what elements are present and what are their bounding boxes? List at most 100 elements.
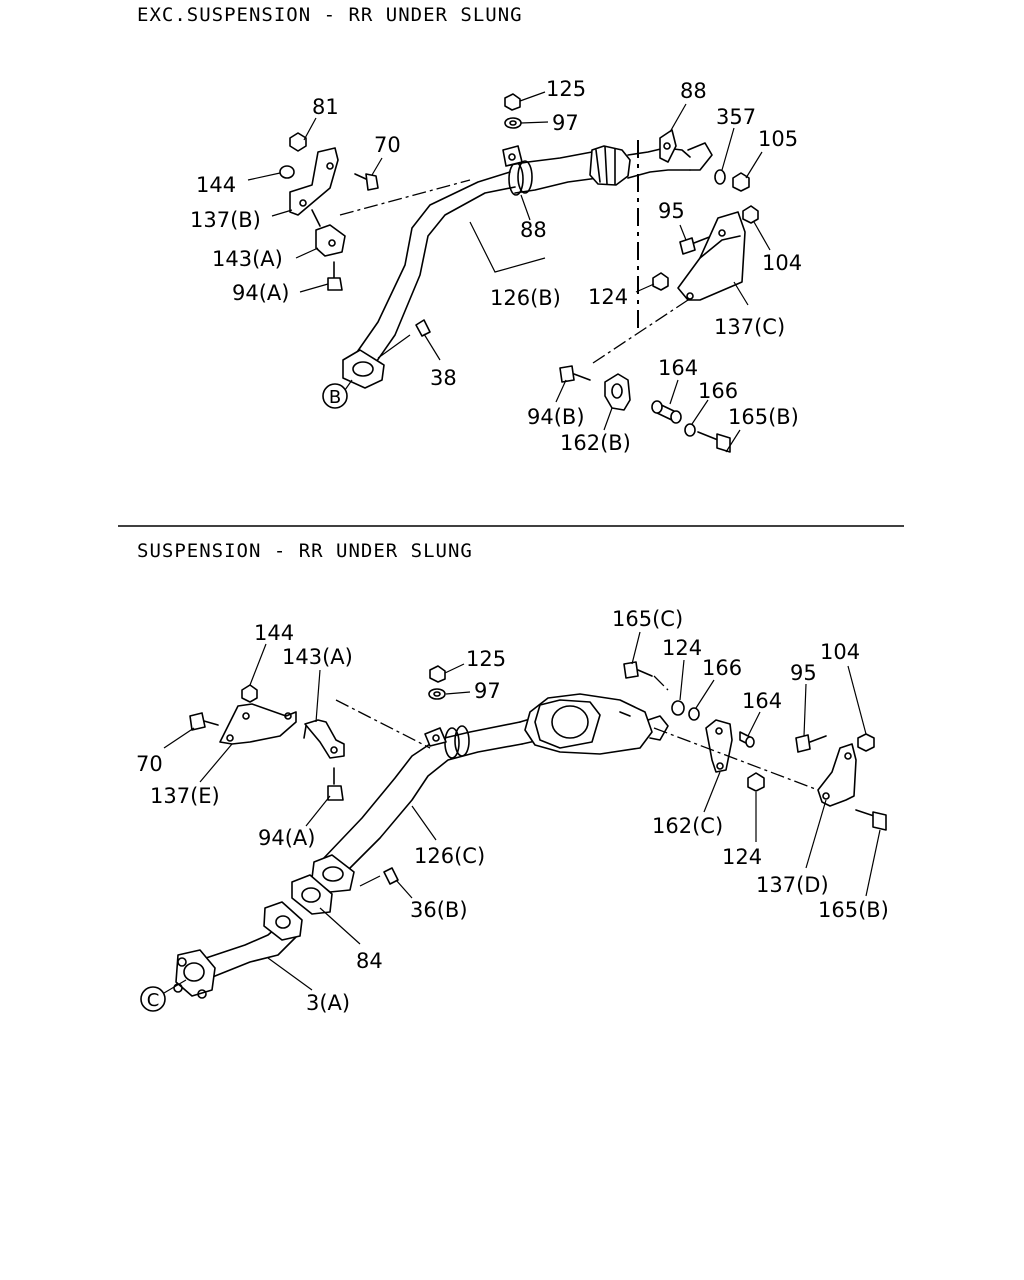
- leader-137c: [733, 281, 749, 306]
- label-88-mid: 88: [520, 218, 547, 242]
- clamp-stud-s1: [502, 145, 523, 167]
- connector-c: C: [140, 979, 187, 1012]
- label-144-s2: 144: [254, 621, 294, 645]
- catalytic-converter-2: [519, 693, 669, 755]
- leader-95: [679, 224, 687, 241]
- leader-104: [753, 221, 771, 251]
- clip-36b: [383, 867, 399, 885]
- label-165b-s1: 165(B): [728, 405, 799, 429]
- leader-144-s2: [249, 643, 267, 686]
- leader-95-s2: [803, 683, 807, 737]
- leader-126c: [411, 805, 437, 841]
- leader-105: [745, 151, 763, 179]
- spacer-164-s1: [651, 400, 682, 424]
- nut-125-s2: [429, 665, 446, 683]
- leader-94a: [299, 283, 329, 293]
- leader-94b: [555, 379, 567, 403]
- gasket-84: [291, 874, 333, 915]
- catalytic-converter-1: [589, 142, 713, 186]
- label-137e: 137(E): [150, 784, 220, 808]
- bolt-70-s1: [354, 173, 379, 191]
- centerline-s2-c: [653, 675, 669, 691]
- bracket-162b: [604, 373, 631, 411]
- label-104-s1: 104: [762, 251, 802, 275]
- leader-166-s2: [695, 679, 715, 709]
- leader-125: [519, 91, 546, 102]
- leader-84: [319, 907, 361, 945]
- label-137d: 137(D): [756, 873, 829, 897]
- leader-88-top: [669, 103, 687, 133]
- centerline-s1-a: [339, 179, 471, 216]
- label-143a-s2: 143(A): [282, 645, 353, 669]
- leader-137d: [805, 799, 827, 869]
- label-70-s2: 70: [136, 752, 163, 776]
- section-2-title: SUSPENSION - RR UNDER SLUNG: [137, 540, 473, 562]
- bolt-94a-s2: [327, 767, 344, 801]
- label-164-s2: 164: [742, 689, 782, 713]
- leader-124: [635, 283, 655, 293]
- nut-81: [289, 132, 307, 152]
- label-88-top: 88: [680, 79, 707, 103]
- leader-137b: [271, 209, 293, 217]
- label-84: 84: [356, 949, 383, 973]
- nut-124-s2-upper: [671, 700, 685, 716]
- label-104-s2: 104: [820, 640, 860, 664]
- label-94b: 94(B): [527, 405, 585, 429]
- mount-143a-s2: [303, 719, 345, 759]
- leader-124-s2-upper: [679, 659, 685, 701]
- nut-104-s1: [742, 205, 759, 224]
- svg-text:C: C: [147, 990, 160, 1011]
- label-126b: 126(B): [490, 286, 561, 310]
- label-124-s2-upper: 124: [662, 636, 702, 660]
- label-166-s2: 166: [702, 656, 742, 680]
- label-137c: 137(C): [714, 315, 785, 339]
- label-124-s1: 124: [588, 285, 628, 309]
- nut-105: [732, 172, 750, 192]
- clip-38: [415, 319, 431, 337]
- label-125-s1: 125: [546, 77, 586, 101]
- label-97-s2: 97: [474, 679, 501, 703]
- label-97-s1: 97: [552, 111, 579, 135]
- label-165b-s2: 165(B): [818, 898, 889, 922]
- leader-164: [669, 379, 679, 405]
- label-105: 105: [758, 127, 798, 151]
- bolt-143a-stud: [311, 209, 321, 227]
- leader-88-mid: [520, 194, 531, 221]
- label-94a-s2: 94(A): [258, 826, 315, 850]
- leader-97: [520, 121, 549, 124]
- leader-164-s2: [747, 711, 761, 737]
- leader-143a-s2: [315, 669, 321, 723]
- label-36b: 36(B): [410, 898, 468, 922]
- clamp-stud-s2: [424, 727, 447, 747]
- bolt-165b-s1: [697, 431, 731, 453]
- nut-144-s1: [279, 165, 295, 179]
- connector-b: B: [322, 379, 353, 409]
- washer-97-s2: [428, 688, 446, 700]
- label-162c: 162(C): [652, 814, 723, 838]
- bolt-94b: [559, 365, 591, 383]
- nut-124-s2-lower: [747, 772, 765, 792]
- label-124-s2-lower: 124: [722, 845, 762, 869]
- front-pipe-126b: [342, 151, 599, 389]
- bolt-95-s2: [795, 734, 827, 753]
- nut-125-s1: [504, 93, 521, 111]
- label-81: 81: [312, 95, 339, 119]
- bracket-162c: [705, 719, 733, 773]
- label-165c: 165(C): [612, 607, 683, 631]
- centerline-s2-a: [335, 699, 431, 749]
- label-38: 38: [430, 366, 457, 390]
- leader-94a-s2: [305, 795, 331, 827]
- bolt-165b-s2: [855, 809, 887, 831]
- leader-104-s2: [847, 665, 867, 735]
- label-126c: 126(C): [414, 844, 485, 868]
- leader-38b: [377, 334, 411, 359]
- washer-166-s1: [684, 423, 696, 437]
- nut-104-s2: [857, 733, 875, 752]
- label-357: 357: [716, 105, 756, 129]
- washer-97-s1: [504, 117, 522, 129]
- svg-text:B: B: [329, 387, 341, 408]
- leader-70-s2: [163, 727, 195, 749]
- bolt-70-s2: [189, 712, 219, 731]
- leader-137e: [199, 743, 233, 783]
- bracket-137b: [289, 147, 346, 257]
